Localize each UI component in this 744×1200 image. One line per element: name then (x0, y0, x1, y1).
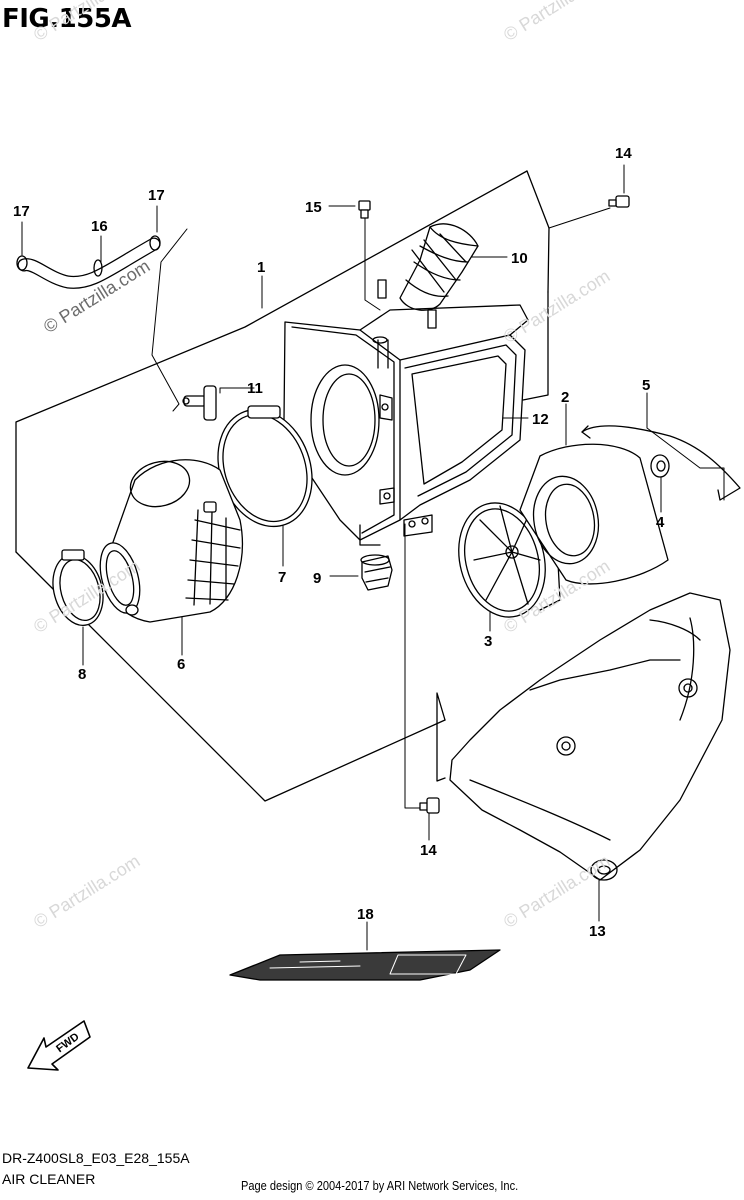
air-duct-6 (99, 459, 243, 623)
callout-2: 2 (561, 389, 569, 406)
callout-14-top: 14 (615, 145, 632, 162)
callout-12: 12 (532, 411, 549, 428)
callout-18: 18 (357, 906, 374, 923)
callout-7: 7 (278, 569, 286, 586)
callout-8: 8 (78, 666, 86, 683)
callout-13: 13 (589, 923, 606, 940)
grommet-9 (360, 554, 393, 591)
callout-1: 1 (257, 259, 265, 276)
callout-9: 9 (313, 570, 321, 587)
intake-boot-10 (399, 223, 479, 311)
leader-lines (21, 164, 725, 951)
washer-4 (650, 454, 670, 478)
section-name: AIR CLEANER (2, 1171, 96, 1187)
breather-hose-16 (16, 235, 161, 289)
figure-title: FIG.155A (2, 4, 132, 34)
hose-clamp-8 (52, 549, 104, 626)
decal-18 (229, 949, 501, 981)
callout-11: 11 (247, 380, 263, 397)
callout-6: 6 (177, 656, 185, 673)
side-cover-13 (449, 592, 731, 881)
callout-17-right: 17 (148, 187, 165, 204)
callout-5: 5 (642, 377, 650, 394)
air-filter-2 (519, 443, 669, 585)
model-code: DR-Z400SL8_E03_E28_155A (2, 1150, 190, 1166)
callout-14-bottom: 14 (420, 842, 437, 859)
callout-15: 15 (305, 199, 322, 216)
callout-10: 10 (511, 250, 528, 267)
assembly-outline (15, 170, 550, 802)
bolt-15 (358, 200, 371, 219)
callout-17-left: 17 (13, 203, 30, 220)
page-credit: Page design © 2004-2017 by ARI Network S… (241, 1178, 519, 1193)
elbow-fitting-11 (182, 385, 217, 421)
callout-3: 3 (484, 633, 492, 650)
bolt-14-bottom (419, 797, 440, 814)
clamp-7 (217, 405, 313, 528)
bolt-14-top (608, 195, 630, 208)
spring-clip-5 (581, 425, 741, 501)
callout-numbers: 1 2 3 4 5 6 7 8 9 10 11 12 13 14 14 15 1… (13, 145, 665, 940)
air-cleaner-case-1 (283, 279, 529, 546)
fwd-arrow: FWD (27, 1020, 91, 1071)
callout-4: 4 (656, 514, 665, 531)
callout-16: 16 (91, 218, 108, 235)
